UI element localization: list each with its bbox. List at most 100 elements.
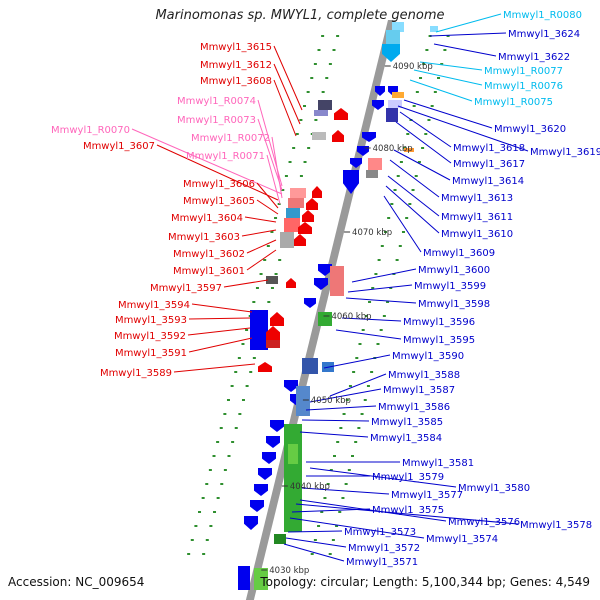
leader-line <box>291 508 371 513</box>
guide-dot <box>411 189 415 191</box>
guide-dot <box>323 497 327 499</box>
guide-dot <box>430 105 434 107</box>
guide-dot <box>336 441 340 443</box>
leader-line <box>241 229 277 237</box>
guide-dot <box>392 273 396 275</box>
cds-block <box>250 310 268 350</box>
gene-label-left: Mmwyl1_3607 <box>83 141 155 152</box>
gene-label-left: Mmwyl1_3594 <box>118 300 190 311</box>
guide-dot <box>288 161 292 163</box>
leader-line <box>393 149 451 181</box>
guide-dot <box>338 511 342 513</box>
guide-dot <box>213 511 217 513</box>
guide-dot <box>325 77 329 79</box>
cds-block <box>330 266 344 296</box>
label-leader-lines <box>131 13 529 562</box>
gene-label-left: Mmwyl1_R0070 <box>51 125 130 136</box>
leader-line <box>409 79 473 102</box>
gene-label-right: Mmwyl1_3598 <box>418 299 490 310</box>
genome-summary-text: Topology: circular; Length: 5,100,344 bp… <box>260 575 590 589</box>
gene-label-right: Mmwyl1_3577 <box>391 490 463 501</box>
gene-label-left: Mmwyl1_3612 <box>200 60 272 71</box>
guide-dot <box>387 217 391 219</box>
cds-block <box>238 566 250 590</box>
kbp-tick-label: 4090 kbp <box>393 62 433 72</box>
cds-block <box>318 312 332 326</box>
guide-dot <box>216 441 220 443</box>
guide-dot <box>274 273 278 275</box>
gene-label-left: Mmwyl1_3589 <box>100 368 172 379</box>
gene-label-right: Mmwyl1_3620 <box>494 124 566 135</box>
guide-dot <box>383 231 387 233</box>
gene-label-right: Mmwyl1_3599 <box>414 281 486 292</box>
guide-dot <box>352 371 356 373</box>
gene-label-left: Mmwyl1_3592 <box>114 331 186 342</box>
leader-line <box>256 182 279 209</box>
guide-dot <box>231 441 235 443</box>
gene-label-left: Mmwyl1_R0071 <box>186 151 265 162</box>
leader-line <box>309 467 457 488</box>
rna-feature <box>430 26 438 32</box>
leader-line <box>287 530 343 533</box>
guide-dot <box>277 203 281 205</box>
cds-block <box>280 232 294 248</box>
guide-dot <box>357 427 361 429</box>
guide-dot <box>310 77 314 79</box>
misc-feature <box>404 148 414 152</box>
guide-dot <box>310 553 314 555</box>
guide-dot <box>339 427 343 429</box>
gene-label-right: Mmwyl1_3619 <box>530 147 600 158</box>
cds-block <box>314 110 328 116</box>
guide-dot <box>320 511 324 513</box>
leader-line <box>345 297 417 304</box>
guide-dot <box>321 91 325 93</box>
gene-label-right: Mmwyl1_3587 <box>383 385 455 396</box>
guide-dot <box>212 455 216 457</box>
guide-dot <box>354 441 358 443</box>
guide-dot <box>433 91 437 93</box>
guide-dot <box>366 385 370 387</box>
guide-dot <box>427 119 431 121</box>
guide-dot <box>202 553 206 555</box>
guide-dot <box>270 287 274 289</box>
guide-dot <box>417 161 421 163</box>
leader-line <box>403 99 493 129</box>
guide-dot <box>344 483 348 485</box>
guide-dot <box>313 539 317 541</box>
gene-label-left: Mmwyl1_3602 <box>173 249 245 260</box>
guide-dot <box>292 147 296 149</box>
gene-label-right: Mmwyl1_3574 <box>426 534 498 545</box>
guide-dot <box>326 483 330 485</box>
gene-label-left: Mmwyl1_3606 <box>183 179 255 190</box>
gene-label-right: Mmwyl1_3578 <box>520 520 592 531</box>
leader-line <box>273 63 301 125</box>
guide-dot <box>415 91 419 93</box>
cds-arrow <box>314 278 328 290</box>
cds-arrow <box>266 326 280 340</box>
gene-label-right: Mmwyl1_3571 <box>346 557 418 568</box>
gene-label-left: Mmwyl1_3605 <box>183 196 255 207</box>
guide-dot <box>425 49 429 51</box>
cds-block <box>368 158 382 170</box>
guide-dot <box>347 469 351 471</box>
leader-line <box>385 185 440 234</box>
gene-label-right: Mmwyl1_3588 <box>388 370 460 381</box>
rna-feature <box>286 208 300 218</box>
guide-dot <box>201 497 205 499</box>
leader-line <box>335 329 402 340</box>
guide-dot <box>414 175 418 177</box>
gene-label-right: Mmwyl1_3613 <box>441 193 513 204</box>
gene-label-right: Mmwyl1_3595 <box>403 335 475 346</box>
kbp-tick-label: 4030 kbp <box>269 566 309 576</box>
gene-label-right: Mmwyl1_3580 <box>458 483 530 494</box>
cds-arrow <box>362 132 376 142</box>
leader-line <box>419 61 483 71</box>
gene-label-right: Mmwyl1_R0075 <box>474 97 553 108</box>
guide-dot <box>230 385 234 387</box>
guide-dot <box>299 119 303 121</box>
leader-line <box>309 388 382 403</box>
guide-dot <box>405 217 409 219</box>
gene-label-right: Mmwyl1_3618 <box>453 143 525 154</box>
